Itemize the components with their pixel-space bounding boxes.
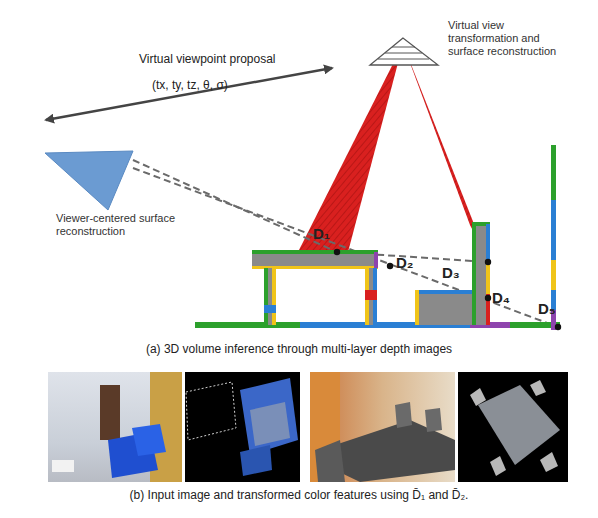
depth-points [387, 263, 393, 269]
depth-layer-label: D₅ [538, 300, 556, 317]
floor-and-wall [195, 322, 560, 328]
input-photo-2 [425, 408, 442, 432]
pose-parameters: (tx, ty, tz, θ, σ) [152, 78, 228, 92]
input-photo-1 [48, 372, 182, 482]
table [264, 268, 268, 325]
chair [486, 264, 490, 294]
table [264, 268, 276, 325]
table [252, 250, 378, 325]
table [374, 252, 378, 268]
virtual-camera: Virtual view transformation and surface … [330, 15, 575, 77]
floor-and-wall [551, 200, 556, 260]
feature-map-2 [540, 452, 558, 472]
virtual-camera-shape [370, 38, 438, 65]
red-view-rays [298, 44, 403, 252]
subfigure-caption: (b) Input image and transformed color fe… [0, 488, 598, 502]
dashed-view-rays [133, 160, 558, 327]
input-photo-2 [310, 372, 455, 482]
chair [472, 224, 490, 325]
depth-layer-label: D₁ [313, 225, 330, 242]
chair [415, 292, 472, 325]
feature-map-2 [458, 372, 568, 482]
viewer-camera: Viewer-centered surface reconstruction [42, 118, 192, 243]
feature-map-2 [458, 372, 568, 482]
feature-map-2 [490, 456, 506, 476]
input-photo-2 [315, 440, 345, 482]
feature-map-2 [530, 380, 546, 396]
chair [472, 224, 476, 325]
double-arrow [46, 68, 332, 120]
floor-and-wall [551, 145, 556, 200]
input-photo-1 [48, 372, 182, 482]
viewer-camera-shape [45, 151, 133, 210]
feature-map-2 [470, 388, 486, 406]
input-photo-2 [310, 372, 455, 482]
chair [415, 290, 419, 325]
depth-points [555, 324, 561, 330]
dashed-view-rays [133, 168, 558, 327]
viewer-camera-shape [42, 118, 192, 243]
input-photo-2 [395, 402, 412, 428]
feature-map-1 [185, 372, 300, 482]
node-label: Viewer-centered surface reconstruction [56, 212, 186, 238]
depth-points [334, 249, 340, 255]
floor-and-wall [195, 145, 560, 330]
depth-layer-label: D₂ [396, 254, 414, 271]
input-photo-1 [52, 460, 74, 472]
virtual-camera-shape [385, 53, 422, 54]
edge-label: Virtual viewpoint proposal [139, 52, 276, 66]
red-view-rays [298, 44, 489, 262]
table [365, 290, 377, 300]
input-photo-1 [132, 424, 166, 456]
input-photo-1 [100, 385, 120, 440]
feature-map-1 [250, 402, 290, 446]
virtual-camera-shape [392, 47, 415, 48]
table [252, 252, 378, 268]
chair [486, 224, 490, 264]
feature-map-1 [240, 378, 298, 455]
depth-points [485, 259, 491, 265]
depth-layer-label: D₄ [492, 289, 510, 306]
chair [415, 222, 490, 325]
feature-map-1 [240, 445, 272, 476]
table [252, 250, 378, 254]
feature-map-2 [478, 385, 560, 465]
floor-and-wall [551, 260, 556, 290]
chair [415, 290, 472, 294]
dashed-view-rays [133, 160, 488, 262]
depth-points [485, 295, 491, 301]
virtual-camera-shape [378, 59, 429, 60]
depth-layer-label: D₃ [442, 264, 460, 281]
feature-map-1 [185, 372, 300, 482]
table [264, 305, 276, 313]
feature-map-1 [186, 382, 236, 440]
subfigure-caption: (a) 3D volume inference through multi-la… [0, 342, 598, 356]
table [365, 268, 377, 325]
table [272, 268, 276, 325]
depth-points [334, 249, 561, 330]
node-label: Virtual view transformation and surface … [448, 19, 573, 58]
